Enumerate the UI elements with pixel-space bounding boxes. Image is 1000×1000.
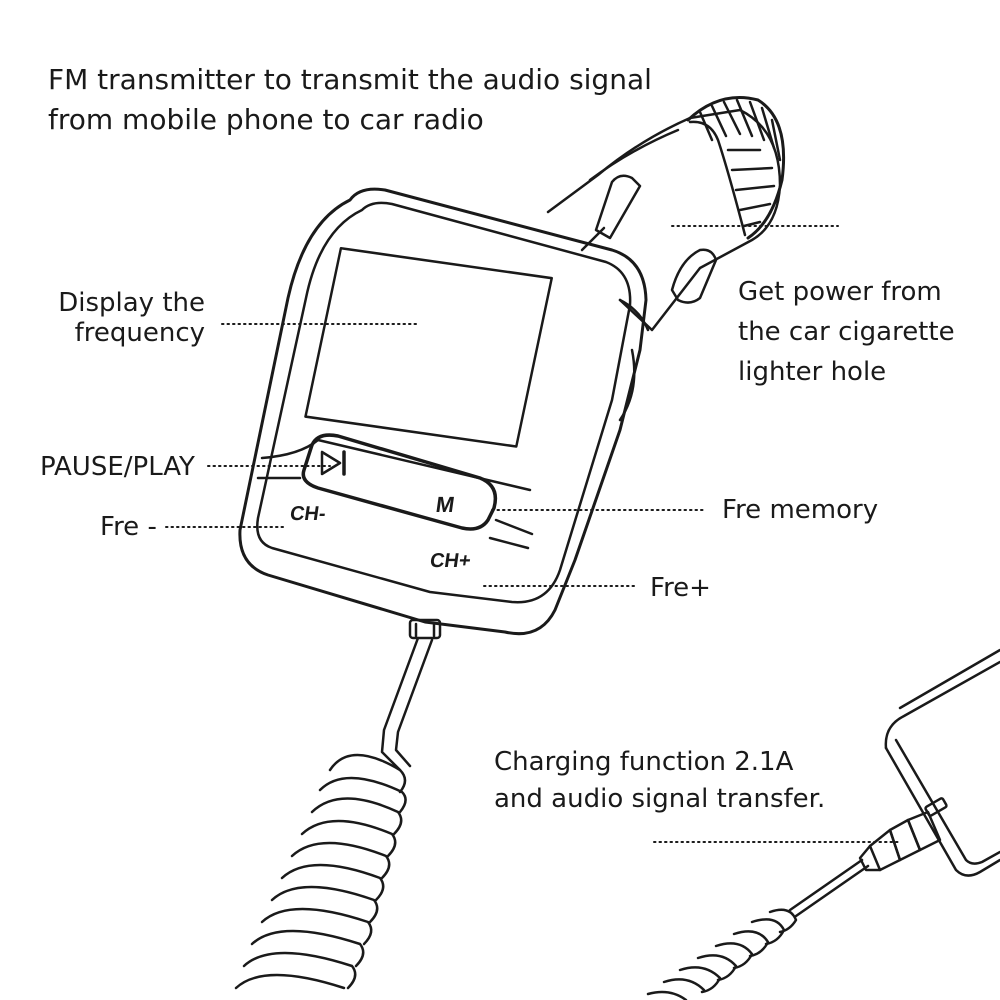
transmitter-body [238,187,648,640]
diagram-title: FM transmitter to transmit the audio sig… [48,60,652,140]
small-coiled-cable [646,908,798,1000]
callout-fre-memory: Fre memory [722,495,879,525]
callout-charging-line-1: Charging function 2.1A [494,747,794,777]
callout-display-line-1: Display the [58,288,205,318]
rocker-button [301,433,498,531]
callout-power: Get power from the car cigarette lighter… [738,272,955,392]
callout-pause-play: PAUSE/PLAY [40,452,195,482]
callout-power-line-2: the car cigarette [738,317,955,347]
display-screen [304,246,553,448]
smartphone [788,648,1000,918]
callout-power-line-3: lighter hole [738,357,887,387]
memory-button-label[interactable]: M [434,492,457,517]
coiled-cable [234,636,434,990]
callout-fre-minus: Fre - [100,512,157,542]
ch-plus-button-label[interactable]: CH+ [428,550,473,572]
leader-lines [165,225,901,843]
title-line-1: FM transmitter to transmit the audio sig… [48,63,652,96]
callout-charging: Charging function 2.1A and audio signal … [494,744,825,818]
callout-display: Display the frequency [58,288,205,348]
callout-display-line-2: frequency [74,318,205,348]
callout-fre-plus: Fre+ [650,573,711,603]
title-line-2: from mobile phone to car radio [48,103,484,136]
callout-charging-line-2: and audio signal transfer. [494,784,826,814]
play-pause-icon [320,450,346,476]
ch-minus-button-label[interactable]: CH- [288,503,328,525]
callout-power-line-1: Get power from [738,277,942,307]
lighter-plug [546,96,786,422]
